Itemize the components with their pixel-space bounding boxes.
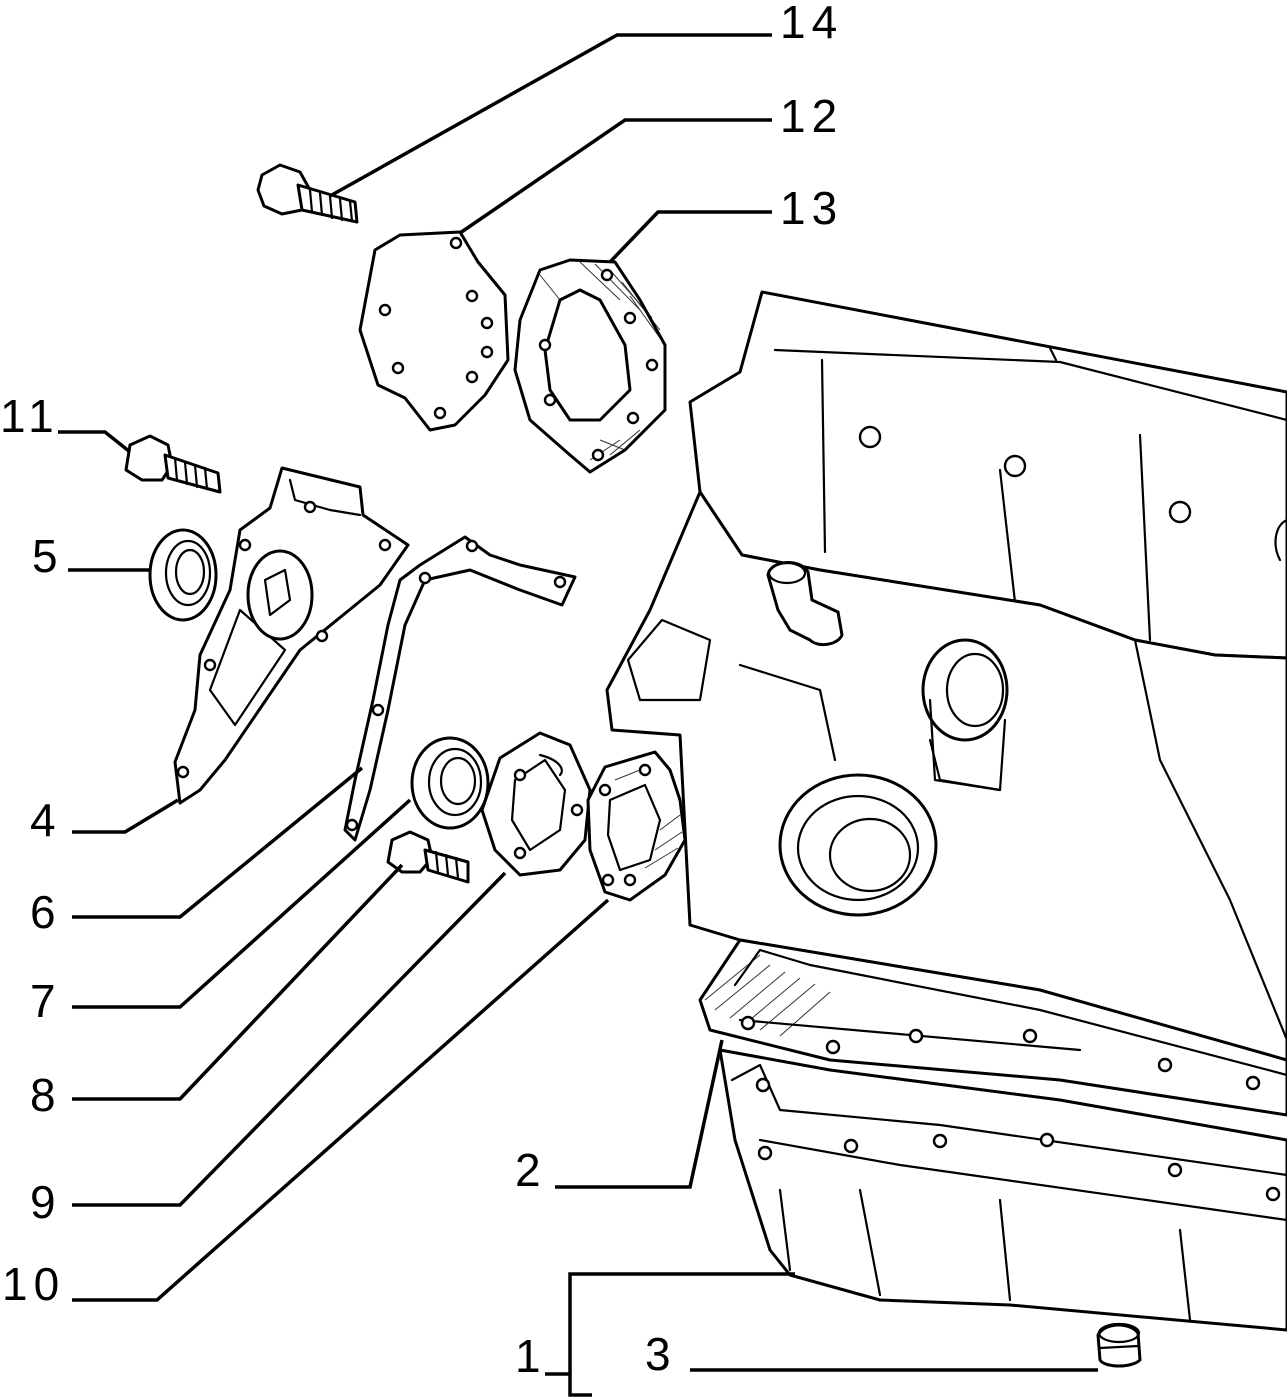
callout-11: 11 [0,390,60,442]
front-cover-4 [173,466,410,805]
callout-7: 7 [30,975,62,1027]
callout-14: 14 [780,0,843,48]
engine-block [605,290,1287,1072]
gasket-10 [586,750,687,902]
leader-lines [58,33,1098,1397]
callout-5: 5 [32,530,64,582]
drain-plug [1096,1322,1142,1368]
oil-seal-7 [410,736,490,830]
callout-13: 13 [780,182,843,234]
bolt-11 [124,434,222,494]
callout-labels: 14 12 13 11 5 4 6 7 8 9 10 2 1 3 [0,0,843,1382]
callout-3: 3 [645,1328,677,1380]
callout-12: 12 [780,90,843,142]
callout-10: 10 [2,1258,65,1310]
oil-seal-5 [148,528,218,622]
callout-2: 2 [515,1144,547,1196]
bolt-14 [256,163,359,224]
bolt-8 [386,830,470,884]
gasket-13 [513,258,667,474]
gasket-6 [343,535,577,842]
callout-8: 8 [30,1069,62,1121]
oil-pan-assembly [698,938,1287,1332]
flange-9 [480,731,592,877]
callout-6: 6 [30,886,62,938]
callout-1: 1 [515,1330,547,1382]
cover-plate-12 [358,230,510,432]
callout-9: 9 [30,1176,62,1228]
callout-4: 4 [30,794,62,846]
